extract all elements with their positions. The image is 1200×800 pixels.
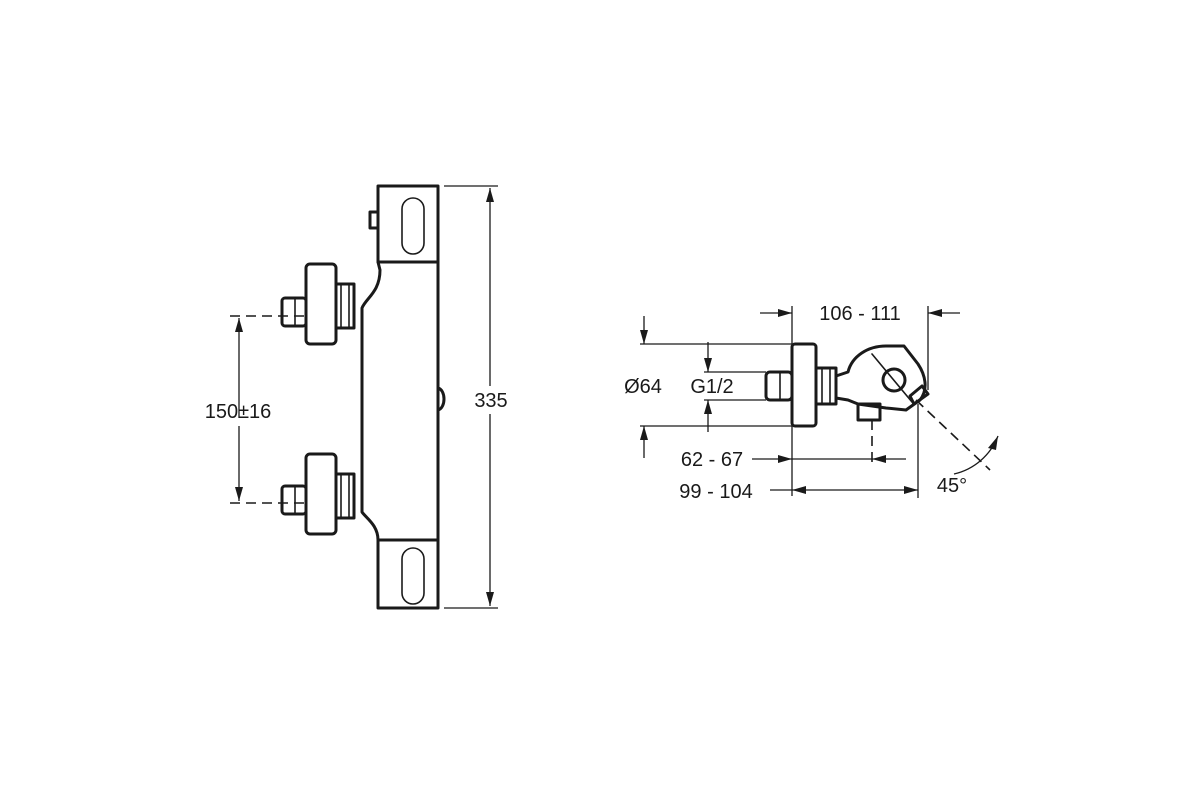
- side-handle-edge: [871, 353, 913, 403]
- lower-flange: [304, 452, 338, 536]
- depth-outer-label: 106 - 111: [819, 303, 901, 325]
- side-lever-tip: [908, 384, 930, 406]
- top-grip-slot: [401, 197, 425, 255]
- side-tab: [368, 210, 380, 230]
- depth-outer-dimension: 106 - 111: [760, 303, 960, 390]
- depth-total-dimension: 99 - 104: [679, 404, 919, 503]
- front-view: 150±16 335: [205, 184, 508, 610]
- lower-inlet: [280, 452, 356, 536]
- depth-total-label: 99 - 104: [679, 481, 752, 503]
- depth-inner-label: 62 - 67: [681, 449, 743, 471]
- total-height-dimension: 335: [444, 185, 508, 609]
- angle-arc: [953, 435, 999, 475]
- angle-label: 45°: [937, 475, 967, 497]
- lower-nut: [334, 472, 356, 520]
- inlet-spacing-dimension: 150±16: [205, 318, 272, 501]
- thread-label: G1/2: [690, 376, 733, 398]
- upper-connector: [280, 296, 308, 328]
- depth-inner-dimension: 62 - 67: [681, 420, 906, 496]
- side-body: [834, 344, 927, 412]
- side-nut: [814, 366, 838, 406]
- angle-dashed-line: [915, 399, 991, 471]
- body-column: [360, 184, 440, 610]
- upper-inlet: [280, 262, 356, 346]
- bottom-grip-slot: [401, 547, 425, 605]
- total-height-label: 335: [474, 390, 507, 412]
- side-bump: [436, 386, 446, 412]
- upper-nut: [334, 282, 356, 330]
- side-handle-knob: [881, 367, 907, 393]
- side-flange: [790, 342, 818, 428]
- side-view: Ø64 G1/2 106 - 111: [624, 303, 999, 503]
- side-connector: [764, 370, 794, 402]
- upper-flange: [304, 262, 338, 346]
- flange-diameter-dimension: Ø64: [624, 316, 792, 458]
- lower-connector: [280, 484, 308, 516]
- inlet-spacing-label: 150±16: [205, 401, 272, 423]
- thread-dimension: G1/2: [690, 342, 766, 432]
- flange-diameter-label: Ø64: [624, 376, 662, 398]
- angle-dimension: 45°: [915, 399, 999, 497]
- side-outlet: [856, 402, 882, 422]
